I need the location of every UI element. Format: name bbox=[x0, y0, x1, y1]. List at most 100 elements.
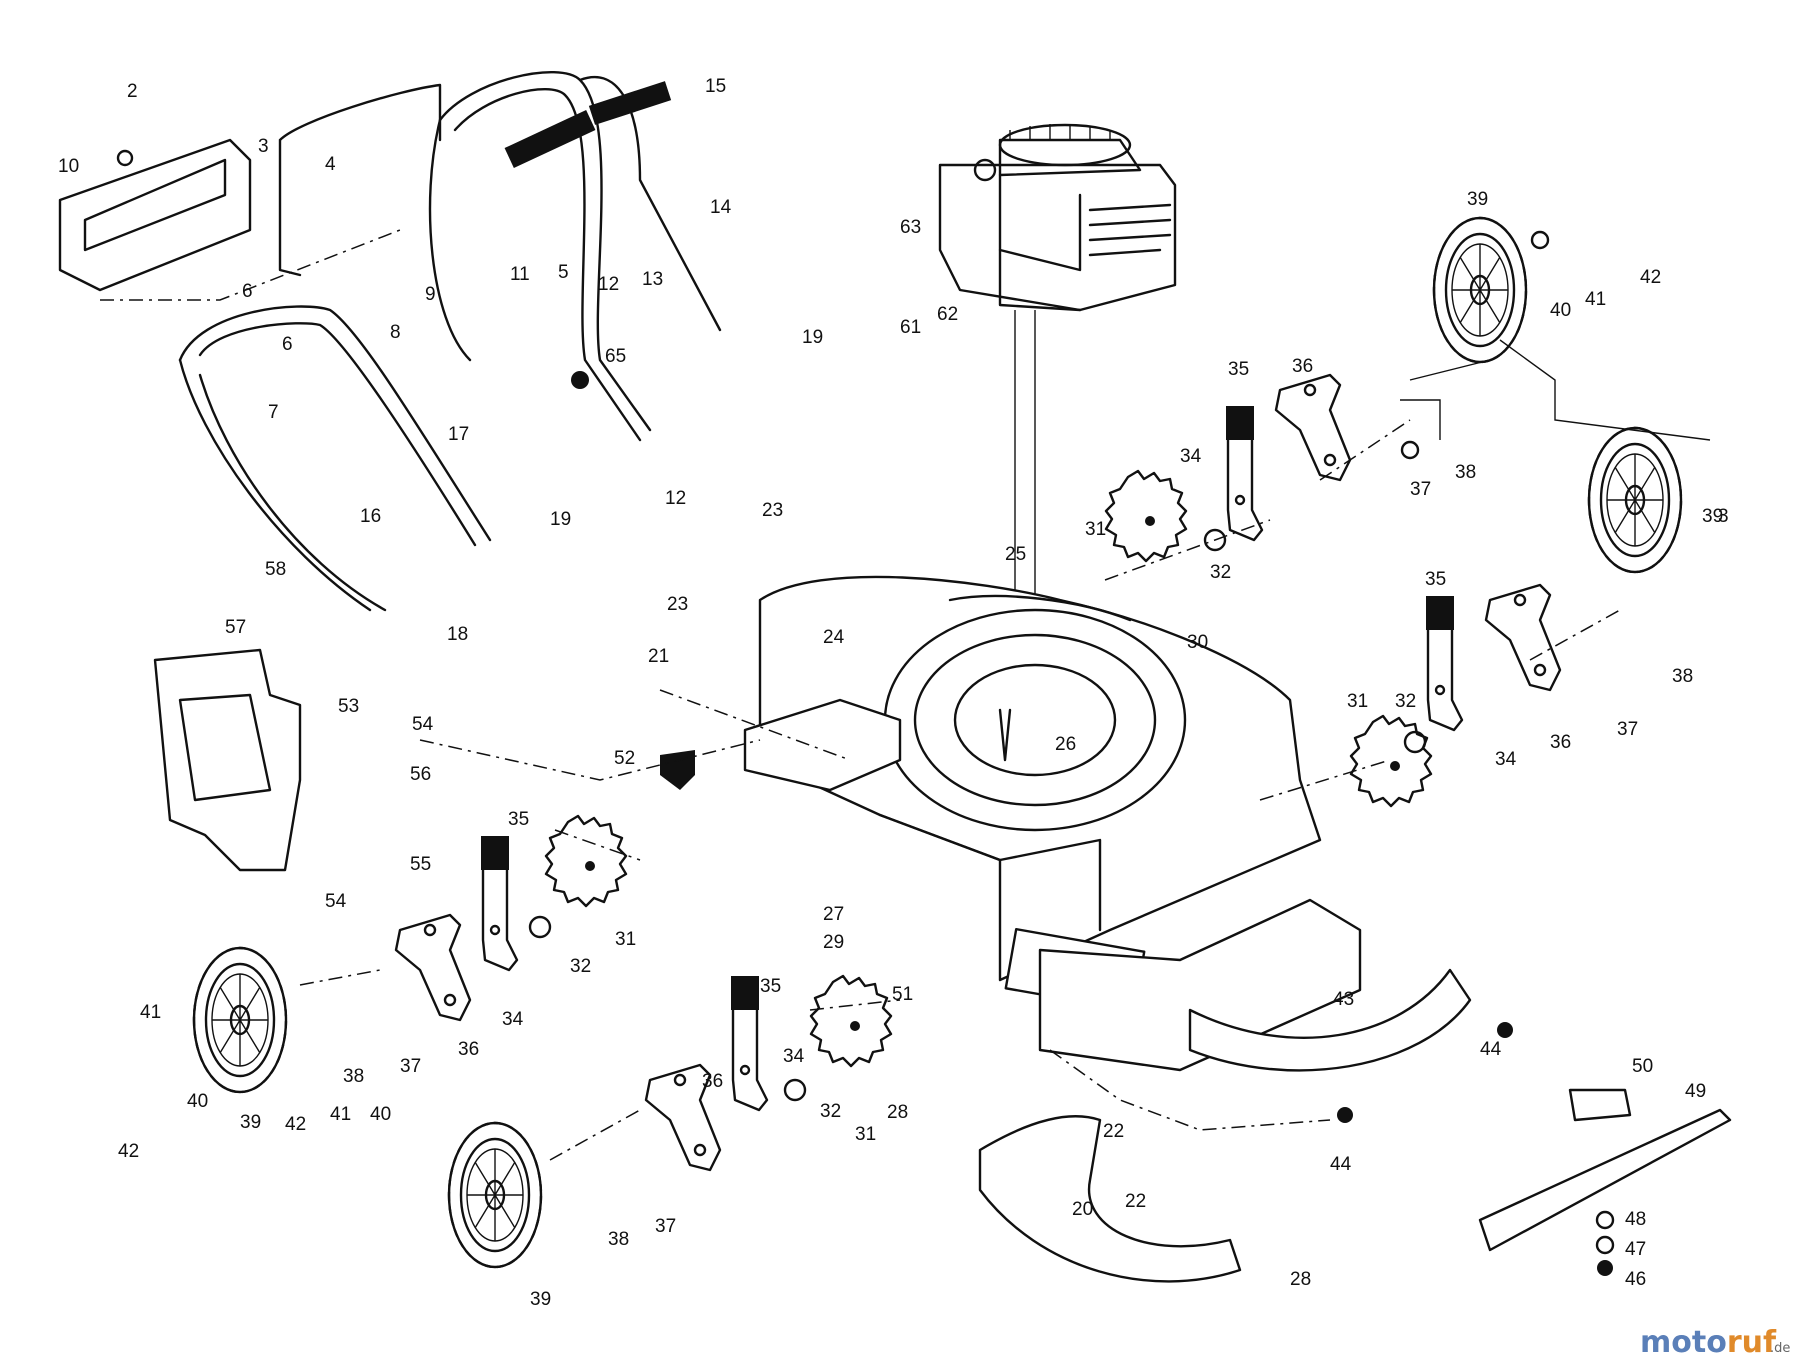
label-42a: 42 bbox=[118, 1141, 139, 1162]
label-34a: 34 bbox=[1180, 446, 1202, 467]
label-28a: 28 bbox=[887, 1102, 908, 1123]
label-5: 5 bbox=[558, 262, 569, 283]
label-61: 61 bbox=[900, 317, 921, 338]
label-37c: 37 bbox=[400, 1056, 421, 1077]
label-32b: 32 bbox=[1395, 691, 1416, 712]
label-31d: 31 bbox=[855, 1124, 876, 1145]
label-58: 58 bbox=[265, 559, 286, 580]
skirt-43 bbox=[1188, 968, 1472, 1072]
label-39d: 39 bbox=[530, 1289, 551, 1310]
label-40: 40 bbox=[1550, 300, 1571, 321]
label-62: 62 bbox=[937, 304, 958, 325]
label-11: 11 bbox=[510, 264, 530, 285]
lower-handle bbox=[178, 305, 492, 612]
label-32d: 32 bbox=[820, 1101, 841, 1122]
label-41a: 41 bbox=[140, 1002, 161, 1023]
label-34d: 34 bbox=[783, 1046, 805, 1067]
label-8: 8 bbox=[390, 322, 401, 343]
label-13: 13 bbox=[642, 269, 663, 290]
deflector-20 bbox=[978, 1115, 1242, 1283]
label-21: 21 bbox=[648, 646, 669, 667]
label-35a: 35 bbox=[1228, 359, 1249, 380]
label-30: 30 bbox=[1187, 632, 1208, 653]
label-22b: 22 bbox=[1125, 1191, 1146, 1212]
label-42b: 42 bbox=[285, 1114, 306, 1135]
engine bbox=[938, 123, 1177, 312]
label-37b: 37 bbox=[1617, 719, 1638, 740]
label-16: 16 bbox=[360, 506, 381, 527]
label-37d: 37 bbox=[655, 1216, 676, 1237]
label-3: 3 bbox=[258, 136, 269, 157]
adapter-50 bbox=[1568, 1088, 1632, 1122]
label-24: 24 bbox=[823, 627, 845, 648]
label-47: 47 bbox=[1625, 1239, 1646, 1260]
label-54b: 54 bbox=[325, 891, 347, 912]
label-6b: 6 bbox=[282, 334, 293, 355]
label-41: 41 bbox=[1585, 289, 1606, 310]
label-65: 65 bbox=[605, 346, 626, 367]
label-38c: 38 bbox=[343, 1066, 364, 1087]
label-25: 25 bbox=[1005, 544, 1026, 565]
label-23b: 23 bbox=[667, 594, 688, 615]
grass-bag-frame-3 bbox=[58, 138, 252, 292]
label-4: 4 bbox=[325, 154, 336, 175]
label-52: 52 bbox=[614, 748, 635, 769]
label-42: 42 bbox=[1640, 267, 1661, 288]
label-41b: 41 bbox=[330, 1104, 351, 1125]
label-63: 63 bbox=[900, 217, 921, 238]
label-23a: 23 bbox=[762, 500, 783, 521]
discharge-chute-57 bbox=[153, 648, 302, 872]
label-54a: 54 bbox=[412, 714, 434, 735]
label-38b: 38 bbox=[1672, 666, 1693, 687]
part-labels: 2 3 4 10 6 8 9 11 5 12 13 14 15 63 61 62… bbox=[58, 76, 1729, 1310]
fasteners bbox=[116, 149, 1615, 1276]
label-32c: 32 bbox=[570, 956, 591, 977]
label-40b: 40 bbox=[370, 1104, 391, 1125]
label-48: 48 bbox=[1625, 1209, 1646, 1230]
label-31c: 31 bbox=[615, 929, 636, 950]
bag-4 bbox=[278, 83, 442, 277]
label-12: 12 bbox=[598, 274, 619, 295]
label-36b: 36 bbox=[1550, 732, 1571, 753]
label-39c: 39 bbox=[240, 1112, 261, 1133]
label-35c: 35 bbox=[508, 809, 529, 830]
label-7: 7 bbox=[268, 402, 279, 423]
label-57: 57 bbox=[225, 617, 246, 638]
label-34b: 34 bbox=[1495, 749, 1517, 770]
assembly-lines bbox=[299, 339, 1711, 1161]
label-38d: 38 bbox=[608, 1229, 629, 1250]
label-50: 50 bbox=[1632, 1056, 1653, 1077]
label-49: 49 bbox=[1685, 1081, 1706, 1102]
label-28b: 28 bbox=[1290, 1269, 1311, 1290]
label-10: 10 bbox=[58, 156, 79, 177]
label-12b: 12 bbox=[665, 488, 686, 509]
label-32a: 32 bbox=[1210, 562, 1231, 583]
label-15: 15 bbox=[705, 76, 726, 97]
svg-text:motoruf: motoruf bbox=[1640, 1325, 1777, 1360]
label-36d: 36 bbox=[702, 1071, 723, 1092]
label-44b: 44 bbox=[1330, 1154, 1352, 1175]
blade-49 bbox=[1478, 1108, 1732, 1252]
label-38a: 38 bbox=[1455, 462, 1476, 483]
label-26: 26 bbox=[1055, 734, 1076, 755]
label-20: 20 bbox=[1072, 1199, 1093, 1220]
label-22a: 22 bbox=[1103, 1121, 1124, 1142]
label-2: 2 bbox=[127, 81, 138, 102]
label-39b: 39 bbox=[1702, 506, 1723, 527]
label-36c: 36 bbox=[458, 1039, 479, 1060]
motoruf-logo: motoruf .de bbox=[1640, 1325, 1790, 1360]
label-39: 39 bbox=[1467, 189, 1488, 210]
label-51: 51 bbox=[892, 984, 913, 1005]
label-31a: 31 bbox=[1085, 519, 1106, 540]
label-43: 43 bbox=[1333, 989, 1354, 1010]
label-44a: 44 bbox=[1480, 1039, 1502, 1060]
label-35d: 35 bbox=[760, 976, 781, 997]
label-35b: 35 bbox=[1425, 569, 1446, 590]
label-46: 46 bbox=[1625, 1269, 1646, 1290]
label-6: 6 bbox=[242, 281, 253, 302]
svg-text:.de: .de bbox=[1770, 1341, 1790, 1356]
label-53: 53 bbox=[338, 696, 359, 717]
label-17: 17 bbox=[448, 424, 469, 445]
label-56: 56 bbox=[410, 764, 431, 785]
